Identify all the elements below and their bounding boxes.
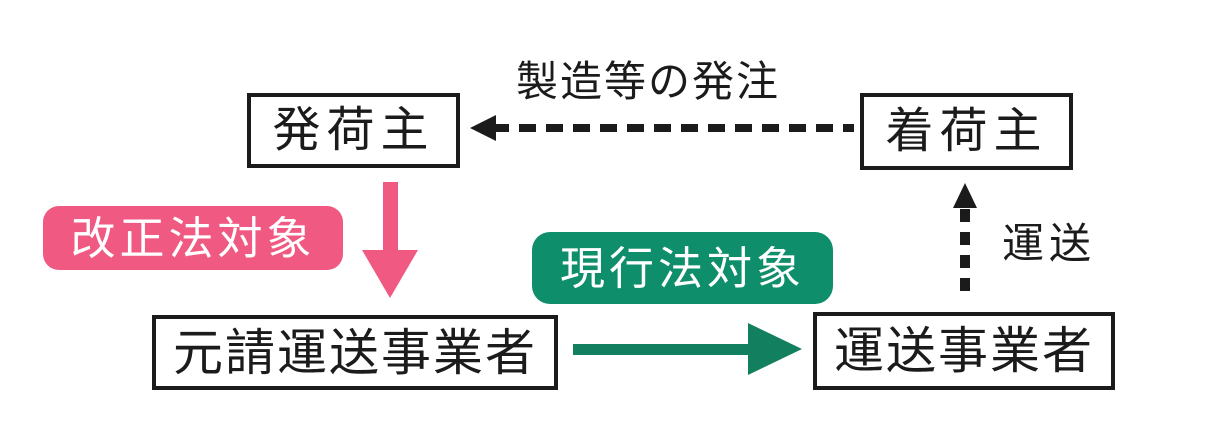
current-law-badge: 現行法対象 — [532, 232, 833, 304]
order-edge-label: 製造等の発注 — [516, 58, 781, 105]
current-law-arrow-shaft — [573, 344, 750, 355]
node-shipper-box: 発荷主 — [247, 93, 460, 168]
revised-law-badge: 改正法対象 — [43, 206, 343, 270]
order-arrow-left-head-icon — [470, 115, 496, 141]
revised-law-arrow-shaft — [383, 182, 398, 252]
node-prime-carrier-box: 元請運送事業者 — [152, 315, 558, 390]
transport-edge-label: 運送 — [1002, 220, 1097, 267]
transport-arrow-up-head-icon — [953, 183, 977, 208]
node-consignee-box: 着荷主 — [860, 93, 1073, 170]
transport-dashed-arrow-line — [960, 209, 970, 301]
order-dashed-arrow-line — [492, 124, 854, 132]
revised-law-arrow-down-head-icon — [362, 250, 418, 298]
current-law-arrow-right-head-icon — [748, 323, 802, 375]
node-carrier-box: 運送事業者 — [813, 312, 1115, 390]
